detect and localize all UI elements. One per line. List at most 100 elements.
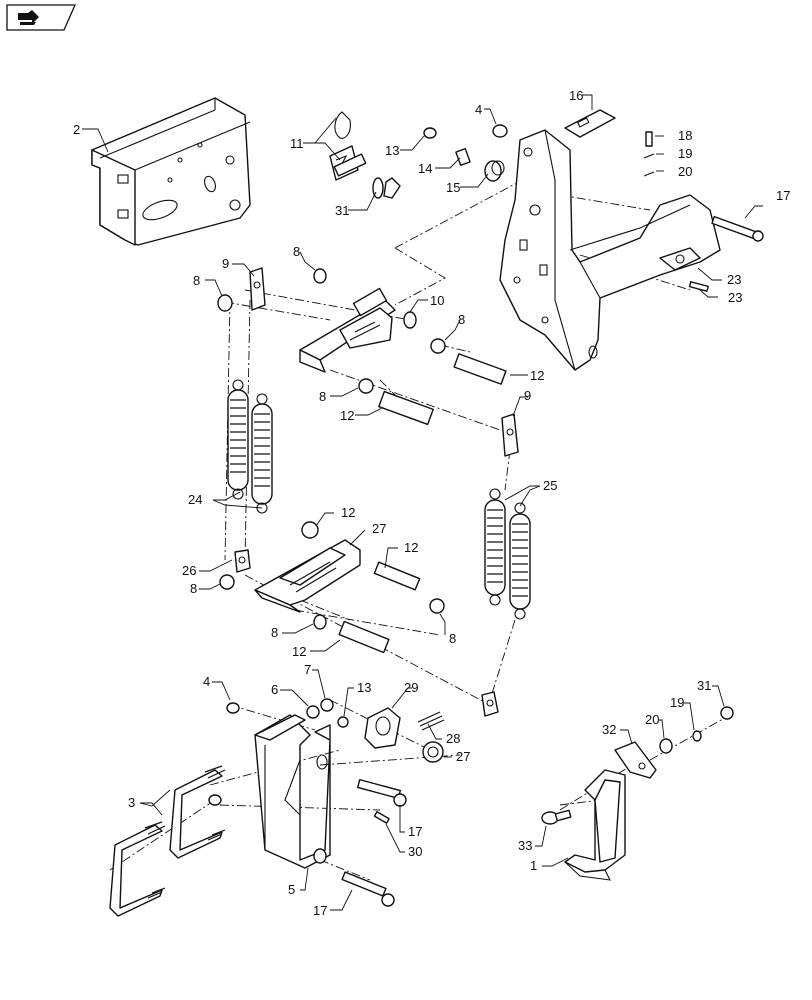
callout-2: 2 [73,122,80,137]
part-5-bracket [254,714,331,869]
callout-8-a: 8 [293,244,300,259]
part-8-bushing-b [313,268,327,284]
callout-31: 31 [697,678,711,693]
part-16-plate [564,109,616,138]
callout-13-bottom: 13 [357,680,371,695]
callout-7: 7 [304,662,311,677]
leader-lines [82,94,763,911]
part-4-nut-bottom [226,702,240,714]
part-8-bushing-g [313,614,327,630]
callout-4-top: 4 [475,102,482,117]
part-2-mount-frame [91,97,251,246]
part-9-plate-upper [249,267,266,311]
part-22-plate [659,247,701,271]
callout-13-top: 13 [385,143,399,158]
part-9-plate-right [501,413,519,457]
callout-29: 30 [408,844,422,859]
part-12-pin-c [301,521,319,539]
part-7-nut [320,698,334,712]
callout-8-b: 8 [193,273,200,288]
part-12-pin-e [338,620,390,654]
part-12-pin-d [373,561,421,591]
callout-17-top: 17 [776,188,790,203]
part-17-bolt-bottom [341,871,395,907]
part-8-bushing-e [219,574,235,590]
callout-12-c: 12 [341,505,355,520]
callout-32: 32 [602,722,616,737]
lower-right-eye [481,691,499,717]
part-13-nut-bottom [337,716,349,728]
callout-20-br: 20 [645,712,659,727]
part-8-bushing-a [217,294,233,312]
callout-19-top: 19 [678,146,692,161]
callout-12-a: 12 [530,368,544,383]
callout-11: 11 [290,136,304,151]
part-28-flange [364,707,401,749]
callout-9-top: 9 [222,256,229,271]
callout-labels: 2 11 31 13 14 15 4 16 18 19 20 17 23 23 … [73,88,790,918]
callout-8-d: 8 [319,389,326,404]
main-frame [499,129,721,371]
callout-18: 18 [678,128,692,143]
part-8-bushing-d [358,378,374,394]
part-33-bolt [541,809,572,825]
part-27-spring [417,711,445,731]
small-nut-mid [208,794,222,806]
part-20-washer-br [659,738,673,754]
callout-24: 26 [182,563,196,578]
callout-12-b: 12 [340,408,354,423]
part-23-springs-right [484,488,531,620]
callout-30: 31 [335,203,349,218]
callout-6: 6 [271,682,278,697]
callout-23-right: 25 [543,478,557,493]
callout-19-br: 19 [670,695,684,710]
part-30-washer [372,177,401,199]
part-3-u-bolt-lower [109,821,166,917]
callout-22: 23 [727,272,741,287]
callout-8-g: 8 [271,625,278,640]
part-4-nut-top [492,124,508,138]
part-13-nut-top [423,127,437,139]
callout-1: 1 [530,858,537,873]
callout-8-c: 8 [458,312,465,327]
part-17-bolt-mid [356,779,407,807]
part-21-bolt [688,281,709,292]
part-6-washer [306,705,320,719]
part-24-plate [234,549,251,573]
part-3-u-bolt-upper [169,765,226,859]
next-page-arrow-icon [6,4,76,31]
part-14-roll-pin [455,148,471,166]
callout-23-left: 24 [188,492,202,507]
part-25-lower-link [254,539,361,613]
part-17-bolt-top [711,215,764,242]
callout-8-f: 8 [449,631,456,646]
callout-4-bottom: 4 [203,674,210,689]
callout-8-e: 8 [190,581,197,596]
part-19-lock-washer [643,153,655,159]
callout-21: 23 [728,290,742,305]
part-8-bushing-c [430,338,446,354]
part-11-lynch-pin [329,111,367,181]
callout-33: 33 [518,838,532,853]
part-29-screw [373,811,390,824]
part-31-nut [720,706,734,720]
part-12-pin-b [378,390,434,426]
callout-12-e: 12 [292,644,306,659]
callout-3: 3 [128,795,135,810]
callout-5: 5 [288,882,295,897]
part-15-bushing [484,160,505,182]
callout-15: 15 [446,180,460,195]
callout-25: 27 [372,521,386,536]
part-10-upper-link [299,287,417,373]
callout-14: 14 [418,161,432,176]
callout-9-right: 9 [524,388,531,403]
callout-26: 27 [456,749,470,764]
callout-12-d: 12 [404,540,418,555]
part-26-nut [422,741,444,763]
next-page-button[interactable] [6,4,76,31]
part-19-lockwasher-br [692,730,702,742]
callout-28: 29 [404,680,418,695]
callout-27: 28 [446,731,460,746]
callout-17-bottom: 17 [313,903,327,918]
